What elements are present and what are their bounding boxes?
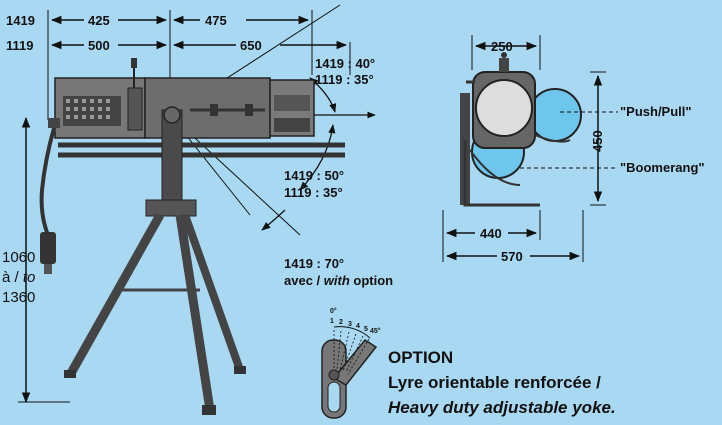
spotlight-side-view bbox=[39, 58, 345, 274]
dim-1419-label: 1419 bbox=[6, 13, 35, 28]
dim-570-label: 570 bbox=[501, 249, 523, 264]
height-dimension: 1060 à / to 1360 bbox=[2, 116, 70, 404]
push-pull-label: "Push/Pull" bbox=[620, 104, 692, 119]
angle-1419-50-label: 1419 : 50° bbox=[284, 168, 344, 183]
boomerang-label: "Boomerang" bbox=[620, 160, 705, 175]
angle-1119-35b-label: 1119 : 35° bbox=[284, 185, 343, 200]
angle-1419-70-label: 1419 : 70° bbox=[284, 256, 344, 271]
dim-450-label: 450 bbox=[590, 130, 605, 152]
option-title: OPTION bbox=[388, 348, 454, 367]
yoke-tick-3: 3 bbox=[348, 321, 352, 328]
yoke-option-illustration: 0° 1 2 3 4 5 45° bbox=[321, 307, 381, 419]
yoke-tick-4: 4 bbox=[356, 323, 360, 330]
yoke-45-label: 45° bbox=[370, 327, 381, 335]
top-dimensions: 1419 425 475 1119 500 650 bbox=[6, 10, 351, 120]
yoke-zero-label: 0° bbox=[330, 307, 337, 315]
dim-475-label: 475 bbox=[205, 13, 227, 28]
dim-250-label: 250 bbox=[491, 39, 513, 54]
angle-1119-35-label: 1119 : 35° bbox=[315, 72, 374, 87]
option-line-french: Lyre orientable renforcée / bbox=[388, 373, 601, 392]
height-1060-label: 1060 bbox=[2, 249, 35, 266]
tilt-angle-rays: 1419 : 40° 1119 : 35° 1419 : 50° 1119 : … bbox=[169, 4, 393, 288]
dim-500-label: 500 bbox=[88, 38, 110, 53]
angle-with-option-label: avec / with option bbox=[284, 273, 393, 288]
tripod-stand bbox=[64, 199, 246, 415]
spotlight-front-view: 250 "Push/Pull" "Boomerang" 450 440 570 bbox=[442, 35, 705, 264]
option-line-english: Heavy duty adjustable yoke. bbox=[388, 398, 616, 417]
height-1360-label: 1360 bbox=[2, 289, 35, 306]
yoke-tick-1: 1 bbox=[330, 318, 334, 325]
dim-425-label: 425 bbox=[88, 13, 110, 28]
yoke-tick-5: 5 bbox=[364, 326, 368, 333]
dim-650-label: 650 bbox=[240, 38, 262, 53]
dim-1119-label: 1119 bbox=[6, 38, 34, 53]
height-to-label: à / to bbox=[2, 269, 35, 286]
angle-1419-40-label: 1419 : 40° bbox=[315, 56, 375, 71]
yoke-tick-2: 2 bbox=[339, 319, 343, 326]
dim-440-label: 440 bbox=[480, 226, 502, 241]
